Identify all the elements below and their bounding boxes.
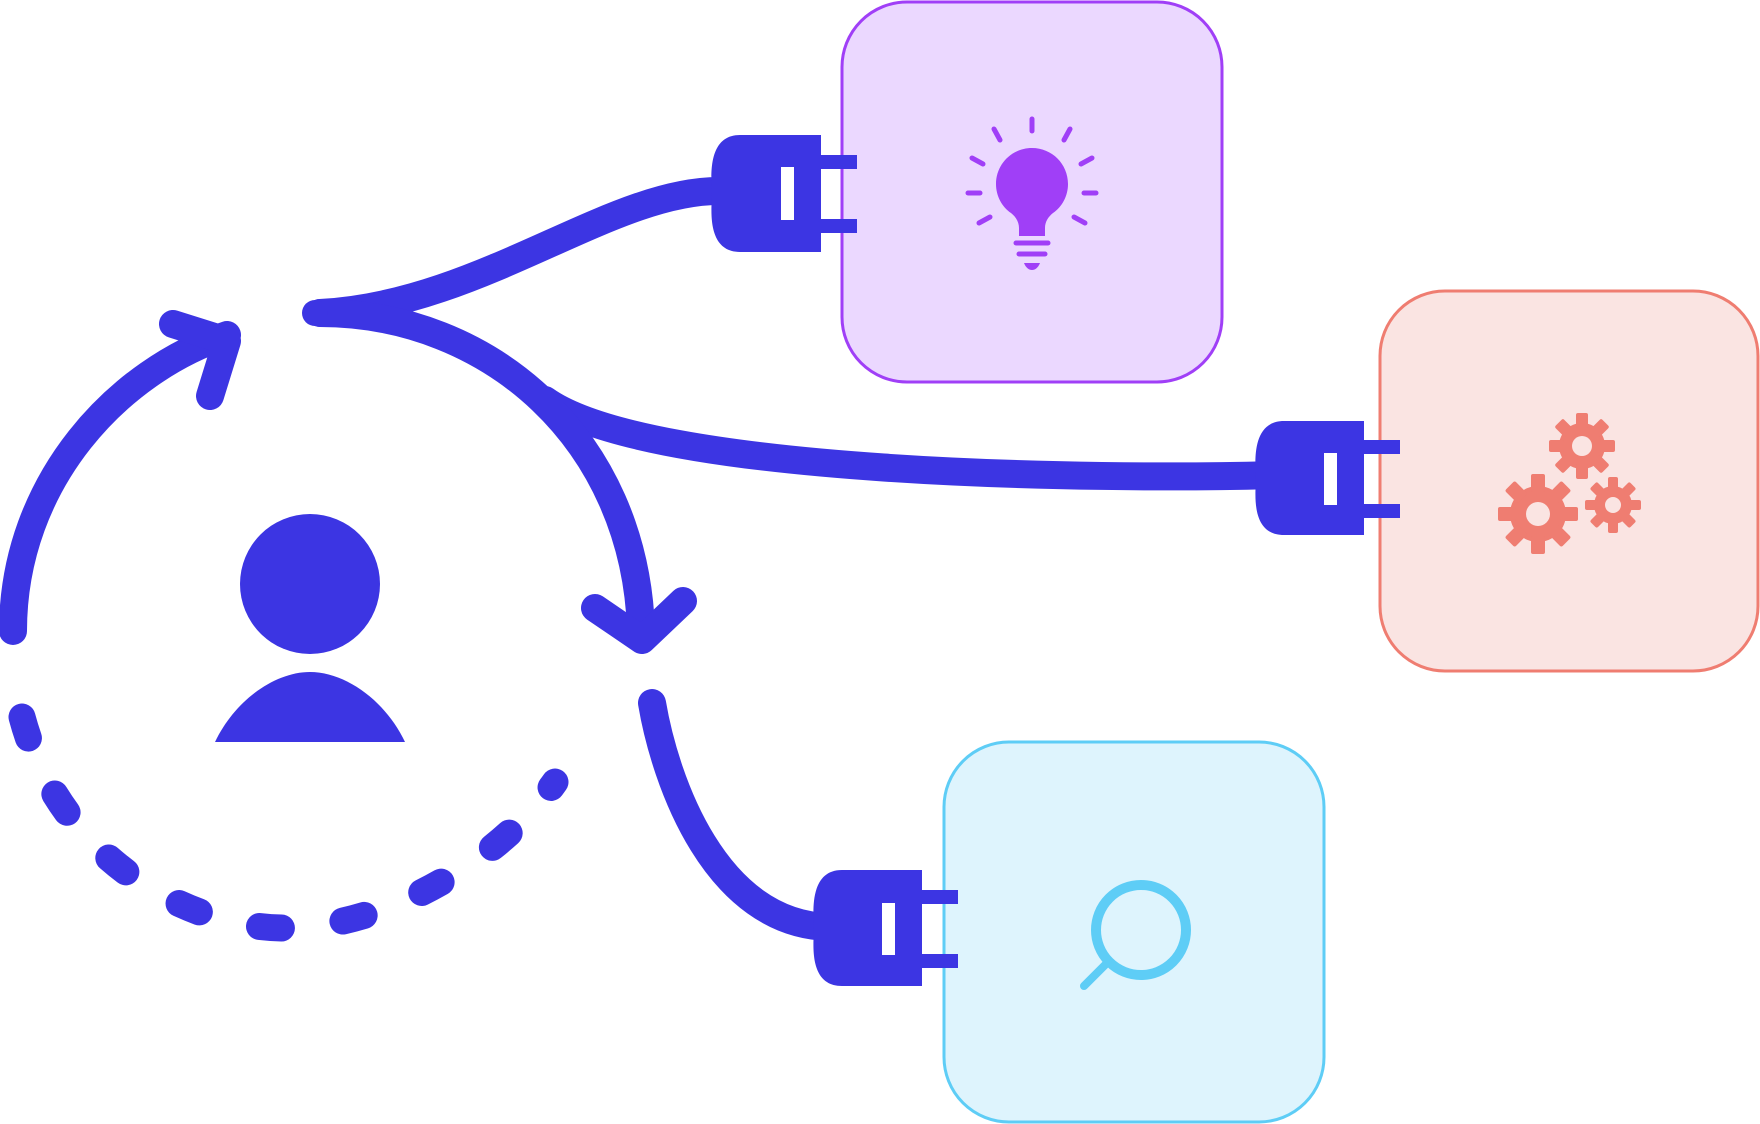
plug-icon-idea bbox=[711, 135, 857, 252]
process-card bbox=[1378, 289, 1760, 673]
flow-arrow-head bbox=[581, 587, 697, 654]
person-body bbox=[215, 672, 405, 742]
cable-to-search bbox=[638, 689, 844, 941]
gears-icon bbox=[1498, 413, 1641, 554]
gear-small bbox=[1585, 477, 1641, 533]
person-head bbox=[240, 514, 380, 654]
gear-large bbox=[1498, 474, 1578, 554]
person-icon bbox=[215, 514, 405, 742]
plug-icon-process bbox=[1255, 421, 1400, 535]
cycle-dashed-arc bbox=[8, 703, 569, 942]
gear-top bbox=[1549, 413, 1615, 479]
flow-arrow bbox=[306, 299, 697, 654]
lightbulb-icon bbox=[965, 116, 1099, 270]
cycle-arrow-head bbox=[159, 310, 241, 410]
magnifier-icon bbox=[1080, 880, 1191, 990]
search-card bbox=[942, 740, 1326, 1124]
plug-icon-search bbox=[813, 870, 958, 986]
flow-arrow-arc bbox=[306, 299, 655, 644]
cycle-arrow-icon bbox=[0, 310, 569, 942]
connector-hub bbox=[302, 300, 328, 326]
cable-to-idea bbox=[306, 176, 734, 327]
lightbulb-bulb bbox=[996, 148, 1068, 236]
cable-to-process bbox=[531, 386, 1289, 491]
cycle-solid-arc bbox=[0, 321, 241, 645]
